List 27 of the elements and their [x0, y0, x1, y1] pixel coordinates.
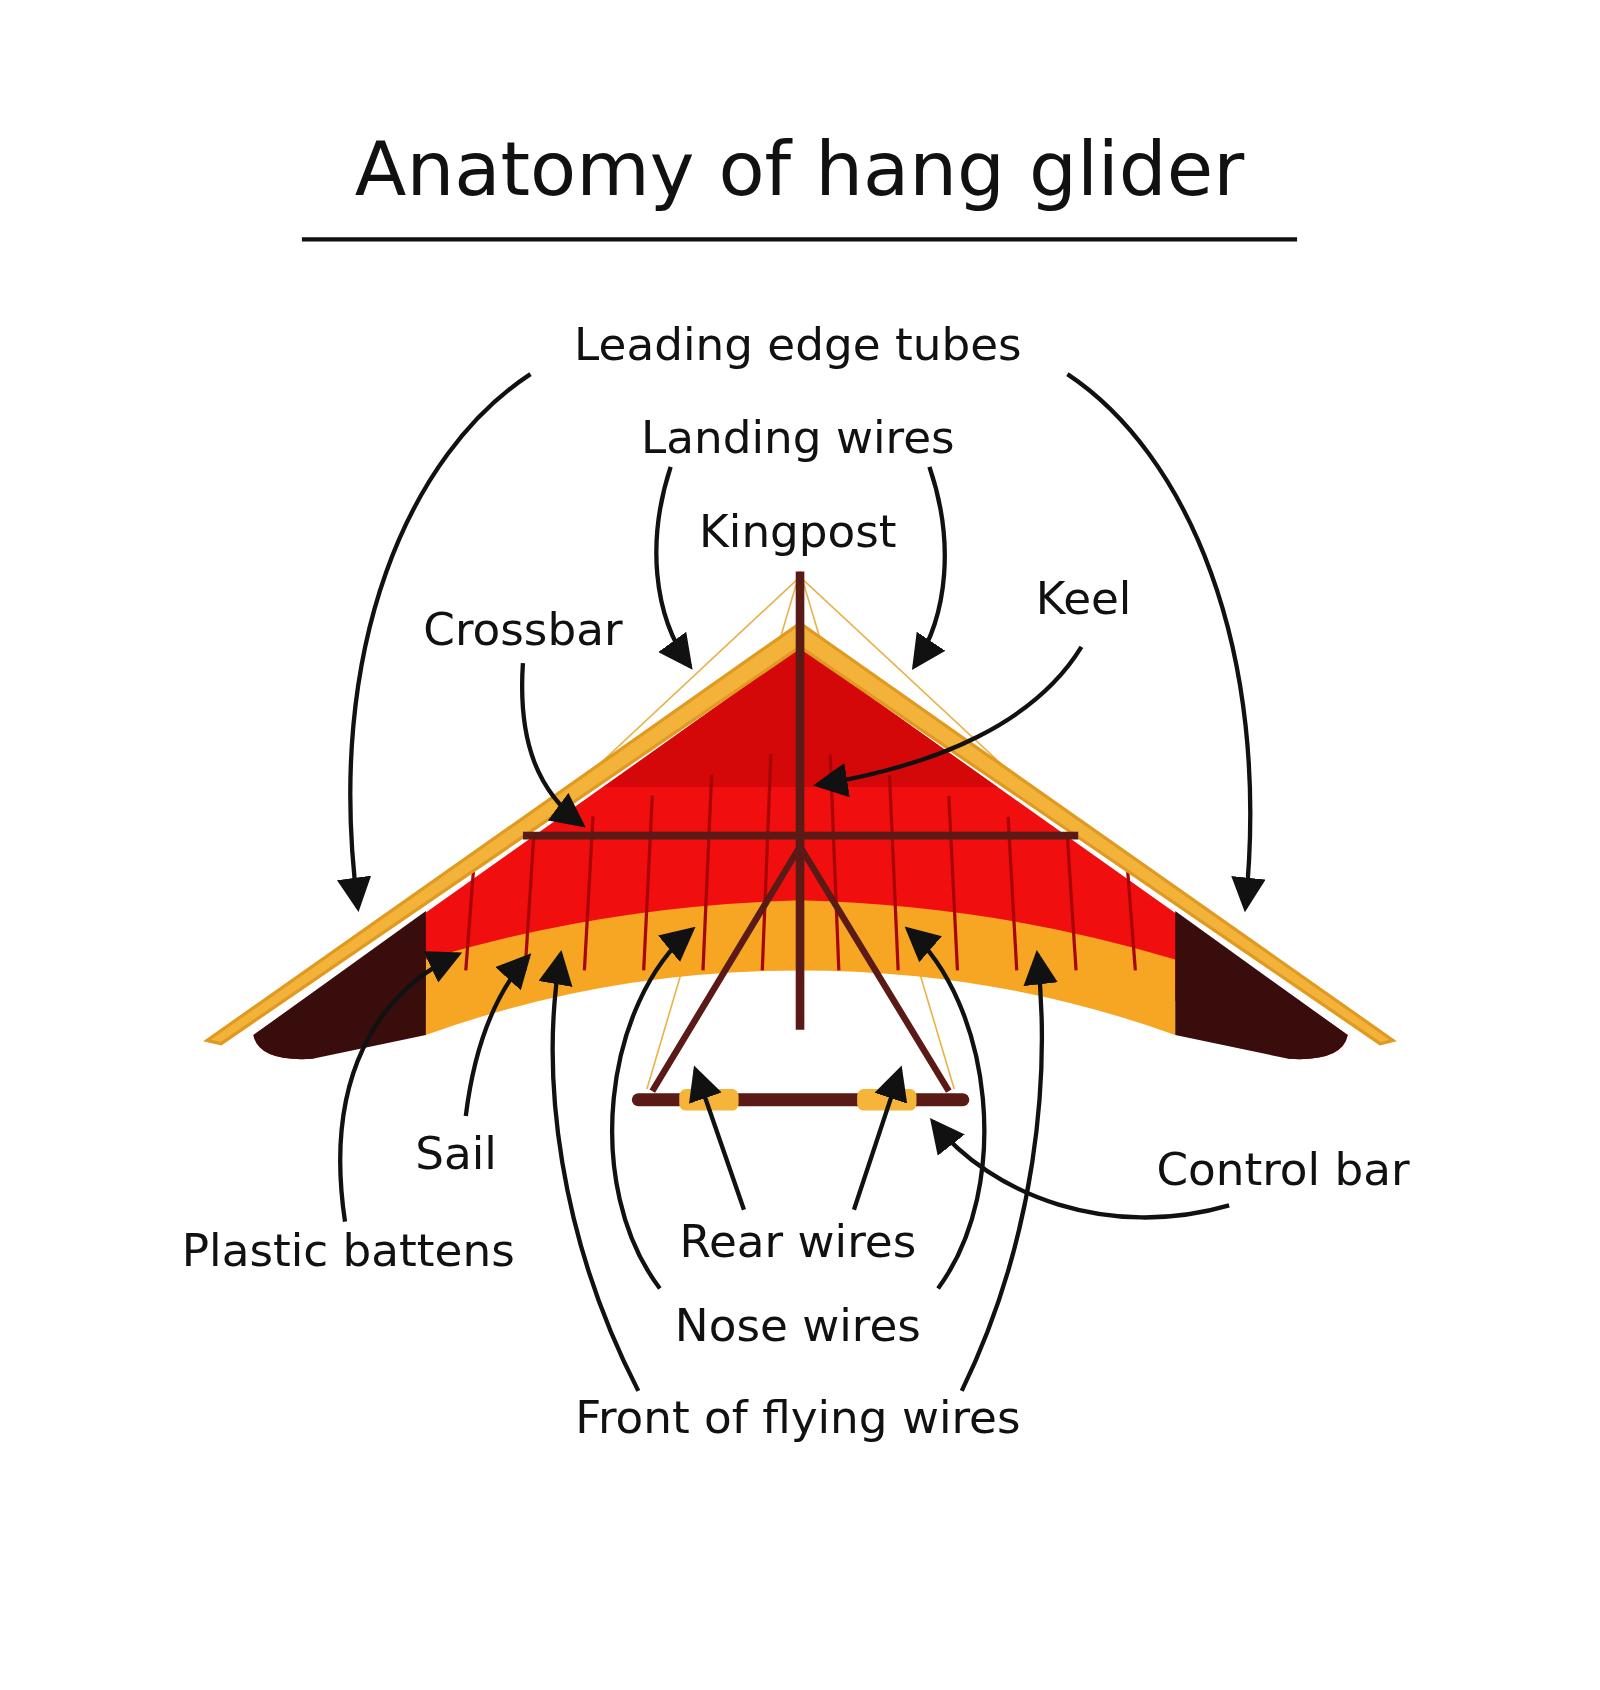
part-label: Landing wires [641, 412, 955, 463]
leader-line [463, 953, 532, 1117]
leader-line [654, 466, 693, 670]
part-label: Control bar [1156, 1144, 1410, 1195]
leader-line [337, 372, 532, 913]
leader-line [912, 466, 947, 671]
leader-line [520, 663, 586, 828]
title: Anatomy of hang glider [353, 124, 1246, 215]
part-label: Sail [415, 1128, 497, 1179]
leader-line [929, 1118, 1230, 1220]
leader-line [904, 926, 987, 1290]
leader-line [813, 645, 1084, 797]
leader-line [689, 1065, 746, 1211]
leader-line [1066, 372, 1265, 913]
part-label: Nose wires [674, 1301, 921, 1352]
part-label: Front of flying wires [575, 1392, 1021, 1443]
part-label: Rear wires [679, 1217, 917, 1267]
part-label: Crossbar [423, 604, 623, 655]
leader-line [959, 949, 1058, 1392]
leader-line [851, 1065, 908, 1211]
leader-line [539, 949, 641, 1392]
leader-line [338, 952, 463, 1222]
leader-line [610, 926, 696, 1290]
part-label: Leading edge tubes [574, 320, 1022, 370]
part-label: Kingpost [699, 506, 897, 557]
part-label: Plastic battens [181, 1225, 515, 1276]
part-label: Keel [1035, 574, 1132, 625]
